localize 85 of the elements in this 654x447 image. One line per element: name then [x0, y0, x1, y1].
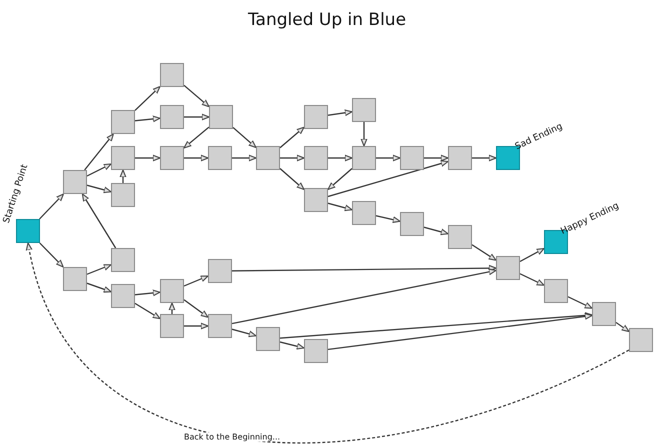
arrow	[232, 268, 497, 324]
state-box	[256, 146, 280, 170]
state-box	[304, 105, 328, 129]
arrow	[120, 169, 126, 183]
state-box	[448, 225, 472, 249]
arrow	[232, 154, 257, 162]
state-box	[496, 256, 520, 280]
arrow	[280, 312, 593, 339]
arrow	[280, 341, 305, 350]
arrow	[134, 302, 161, 320]
arrow	[183, 126, 210, 148]
state-box	[63, 170, 87, 194]
state-box	[111, 248, 135, 272]
arrow	[328, 109, 353, 116]
arrow	[280, 154, 305, 162]
arrow	[184, 114, 210, 120]
arrow	[86, 264, 112, 275]
edge-label: Back to the Beginning...	[182, 432, 282, 442]
arrow	[328, 313, 593, 350]
state-box	[160, 63, 184, 87]
arrow	[184, 299, 209, 318]
arrow	[520, 248, 545, 262]
arrow	[328, 202, 353, 212]
diagram-title: Tangled Up in Blue	[246, 10, 408, 30]
state-box	[304, 188, 328, 212]
arrow	[184, 84, 210, 108]
arrow	[184, 275, 209, 287]
state-box	[160, 314, 184, 338]
state-box	[111, 110, 135, 134]
state-box	[352, 201, 376, 225]
state-box	[208, 259, 232, 283]
state-box	[352, 146, 376, 170]
state-box	[592, 302, 616, 326]
state-box	[544, 279, 568, 303]
arrow	[134, 290, 161, 296]
arrow	[616, 322, 630, 332]
arrow	[184, 322, 209, 330]
state-box	[63, 267, 87, 291]
state-box	[160, 105, 184, 129]
arrow	[232, 127, 257, 148]
arrow	[327, 168, 352, 190]
state-box	[400, 212, 424, 236]
arrow	[168, 302, 176, 314]
dashed-arrow	[26, 242, 630, 444]
arrow	[568, 296, 593, 309]
state-box	[304, 339, 328, 363]
state-box	[352, 98, 376, 122]
arrow	[280, 126, 305, 148]
arrow	[328, 160, 449, 198]
state-box	[448, 146, 472, 170]
arrow	[86, 163, 112, 177]
state-box	[629, 328, 653, 352]
arrow	[39, 242, 64, 268]
arrow	[376, 215, 401, 223]
arrow	[280, 168, 305, 190]
arrow	[39, 193, 64, 220]
arrow	[360, 122, 368, 147]
arrow	[86, 282, 112, 293]
state-box	[111, 146, 135, 170]
arrow	[328, 154, 353, 162]
arrow	[232, 264, 497, 272]
state-box	[160, 146, 184, 170]
arrow	[134, 116, 161, 122]
arrow	[184, 154, 209, 162]
arrow	[424, 154, 449, 162]
state-box	[400, 146, 424, 170]
state-box	[111, 284, 135, 308]
arrow	[134, 86, 161, 111]
arrow	[82, 193, 116, 248]
state-box	[304, 146, 328, 170]
state-box	[111, 183, 135, 207]
arrow	[86, 184, 112, 194]
arrow	[135, 154, 161, 162]
state-box	[256, 327, 280, 351]
state-box	[208, 314, 232, 338]
arrow	[84, 133, 114, 170]
state-box	[160, 279, 184, 303]
state-box	[209, 105, 233, 129]
arrow	[232, 328, 257, 338]
arrow	[424, 226, 449, 236]
arrow	[472, 244, 497, 261]
arrow	[472, 154, 497, 162]
state-box	[208, 146, 232, 170]
arrow	[520, 273, 545, 286]
arrow	[376, 154, 401, 162]
